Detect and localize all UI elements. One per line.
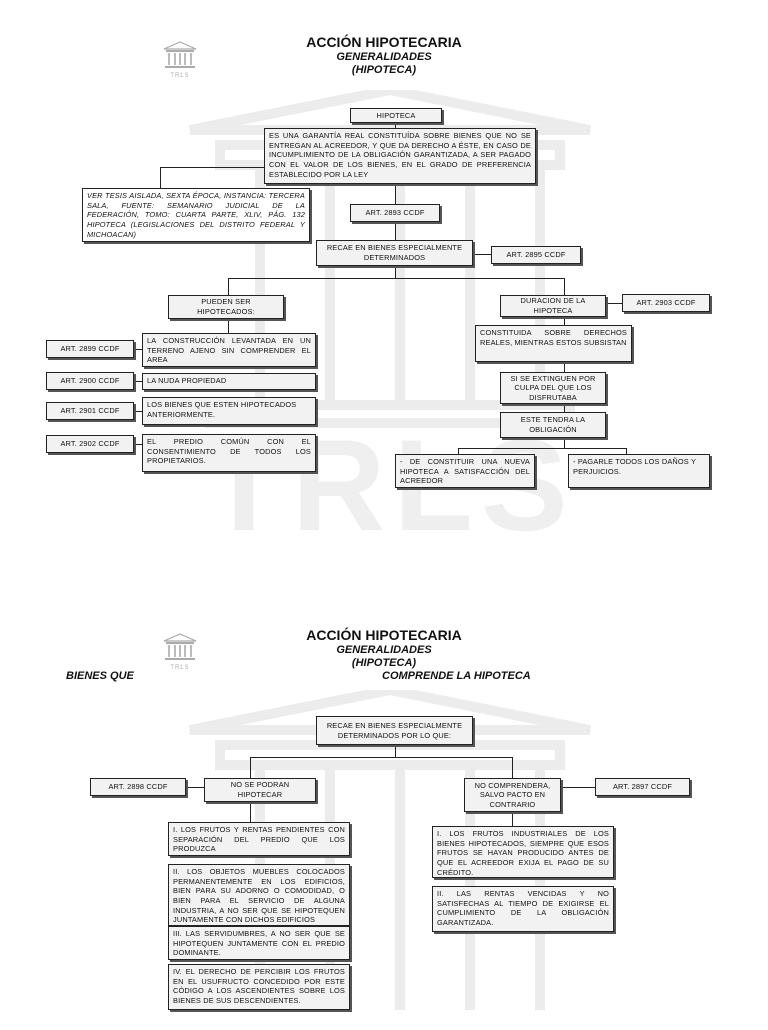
- connector: [561, 787, 595, 788]
- predio-comun-box: EL PREDIO COMÚN CON EL CONSENTIMIENTO DE…: [142, 434, 316, 472]
- connector: [564, 438, 565, 448]
- connector: [473, 254, 491, 255]
- logo-text: TRLS: [170, 665, 190, 671]
- tendra-box: ESTE TENDRA LA OBLIGACIÓN: [500, 412, 606, 438]
- constituida-box: CONSTITUIDA SOBRE DERECHOS REALES, MIENT…: [475, 325, 632, 362]
- connector: [564, 317, 565, 325]
- connector: [134, 444, 142, 445]
- connector: [564, 404, 565, 412]
- connector: [228, 319, 229, 333]
- connector: [458, 448, 459, 454]
- connector: [395, 745, 396, 757]
- no-podran-box: NO SE PODRAN HIPOTECAR: [204, 778, 316, 802]
- connector: [228, 278, 229, 295]
- page2-subtitle-2: (HIPOTECA): [351, 657, 417, 669]
- connector: [512, 812, 513, 826]
- page2-header-left: BIENES QUE: [66, 670, 134, 682]
- connector: [606, 303, 622, 304]
- bienes-hipotecados-box: LOS BIENES QUE ESTEN HIPOTECADOS ANTERIO…: [142, 397, 316, 425]
- page1-logo: TRLS: [160, 40, 200, 79]
- page1-subtitle-2: (HIPOTECA): [351, 64, 417, 76]
- servidumbres-box: III. LAS SERVIDUMBRES, A NO SER QUE SE H…: [168, 926, 350, 960]
- connector: [160, 167, 264, 168]
- connector: [134, 381, 142, 382]
- connector: [395, 122, 396, 130]
- no-comprendera-box: NO COMPRENDERA, SALVO PACTO EN CONTRARIO: [464, 778, 561, 812]
- recae-determinados-box: RECAE EN BIENES ESPECIALMENTE DETERMINAD…: [316, 716, 473, 745]
- connector: [160, 167, 161, 189]
- hipoteca-box: HIPOTECA: [350, 108, 442, 123]
- art-2898-box: ART. 2898 CCDF: [90, 778, 186, 796]
- art-2901-box: ART. 2901 CCDF: [46, 402, 134, 420]
- art-2895-box: ART. 2895 CCDF: [491, 246, 581, 264]
- connector: [395, 266, 396, 278]
- page1-title: ACCIÓN HIPOTECARIA: [306, 34, 462, 50]
- connector: [564, 278, 565, 295]
- duracion-box: DURACION DE LA HIPOTECA: [500, 295, 606, 317]
- nuda-box: LA NUDA PROPIEDAD: [142, 373, 316, 390]
- tesis-box: VER TESIS AISLADA, SEXTA ÉPOCA, INSTANCI…: [82, 188, 310, 242]
- connector: [186, 787, 204, 788]
- connector: [458, 448, 626, 449]
- connector: [395, 184, 396, 204]
- logo-text: TRLS: [170, 73, 190, 79]
- art-2899-box: ART. 2899 CCDF: [46, 340, 134, 358]
- page2-subtitle-1: GENERALIDADES: [336, 644, 432, 656]
- art-2900-box: ART. 2900 CCDF: [46, 372, 134, 390]
- usufructo-box: IV. EL DERECHO DE PERCIBIR LOS FRUTOS EN…: [168, 964, 350, 1010]
- connector: [626, 448, 627, 454]
- connector: [250, 757, 512, 758]
- connector: [250, 802, 251, 822]
- construccion-box: LA CONSTRUCCIÓN LEVANTADA EN UN TERRENO …: [142, 333, 316, 367]
- connector: [512, 757, 513, 778]
- art-2902-box: ART. 2902 CCDF: [46, 435, 134, 453]
- rentas-vencidas-box: II. LAS RENTAS VENCIDAS Y NO SATISFECHAS…: [432, 886, 614, 932]
- frutos-industriales-box: I. LOS FRUTOS INDUSTRIALES DE LOS BIENES…: [432, 826, 614, 878]
- page2-header-right: COMPRENDE LA HIPOTECA: [382, 670, 531, 682]
- objetos-muebles-box: II. LOS OBJETOS MUEBLES COLOCADOS PERMAN…: [168, 864, 350, 926]
- frutos-rentas-box: I. LOS FRUTOS Y RENTAS PENDIENTES CON SE…: [168, 822, 350, 856]
- temple-logo-icon: [163, 41, 197, 68]
- connector: [250, 757, 251, 778]
- connector: [395, 222, 396, 240]
- pagarle-box: - PAGARLE TODOS LOS DAÑOS Y PERJUICIOS.: [568, 454, 710, 488]
- definicion-box: ES UNA GARANTÍA REAL CONSTITUÍDA SOBRE B…: [264, 128, 536, 184]
- page2-title: ACCIÓN HIPOTECARIA: [306, 627, 462, 643]
- pueden-box: PUEDEN SER HIPOTECADOS:: [168, 295, 284, 319]
- constituir-box: - DE CONSTITUIR UNA NUEVA HIPOTECA A SAT…: [395, 454, 535, 488]
- connector: [564, 362, 565, 372]
- connector: [134, 411, 142, 412]
- art-2893-box: ART. 2893 CCDF: [350, 204, 440, 222]
- art-2903-box: ART. 2903 CCDF: [622, 294, 710, 312]
- extinguen-box: SI SE EXTINGUEN POR CULPA DEL QUE LOS DI…: [500, 372, 606, 404]
- page1-subtitle-1: GENERALIDADES: [336, 51, 432, 63]
- temple-logo-icon: [163, 633, 197, 660]
- connector: [228, 278, 564, 279]
- art-2897-box: ART. 2897 CCDF: [595, 778, 690, 796]
- page2-logo: TRLS: [160, 632, 200, 671]
- connector: [134, 349, 142, 350]
- recae-box: RECAE EN BIENES ESPECIALMENTE DETERMINAD…: [316, 240, 473, 266]
